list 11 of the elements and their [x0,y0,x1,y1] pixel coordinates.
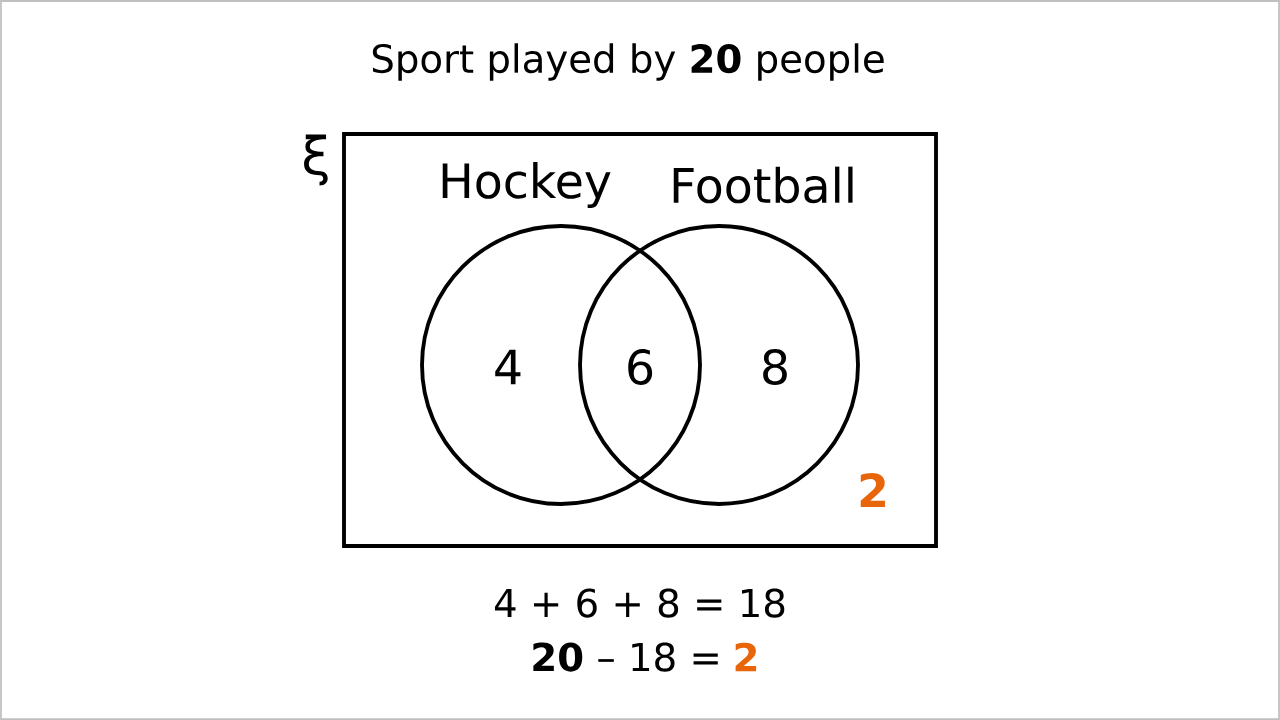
result: 2 [735,642,757,672]
count-label: 4 [495,349,521,385]
count-label: 6 [628,349,653,385]
set-symbol: ξ [304,134,328,186]
set-heading: Hockey [442,162,611,208]
equation: 20 – 18 = [533,642,718,672]
title: Sport played by 20 people [372,43,884,81]
count-label: 2 [860,473,885,507]
count-label: 8 [763,349,787,385]
equation: 4 + 6 + 8 = 18 [494,588,785,618]
set-heading: Football [673,166,853,204]
